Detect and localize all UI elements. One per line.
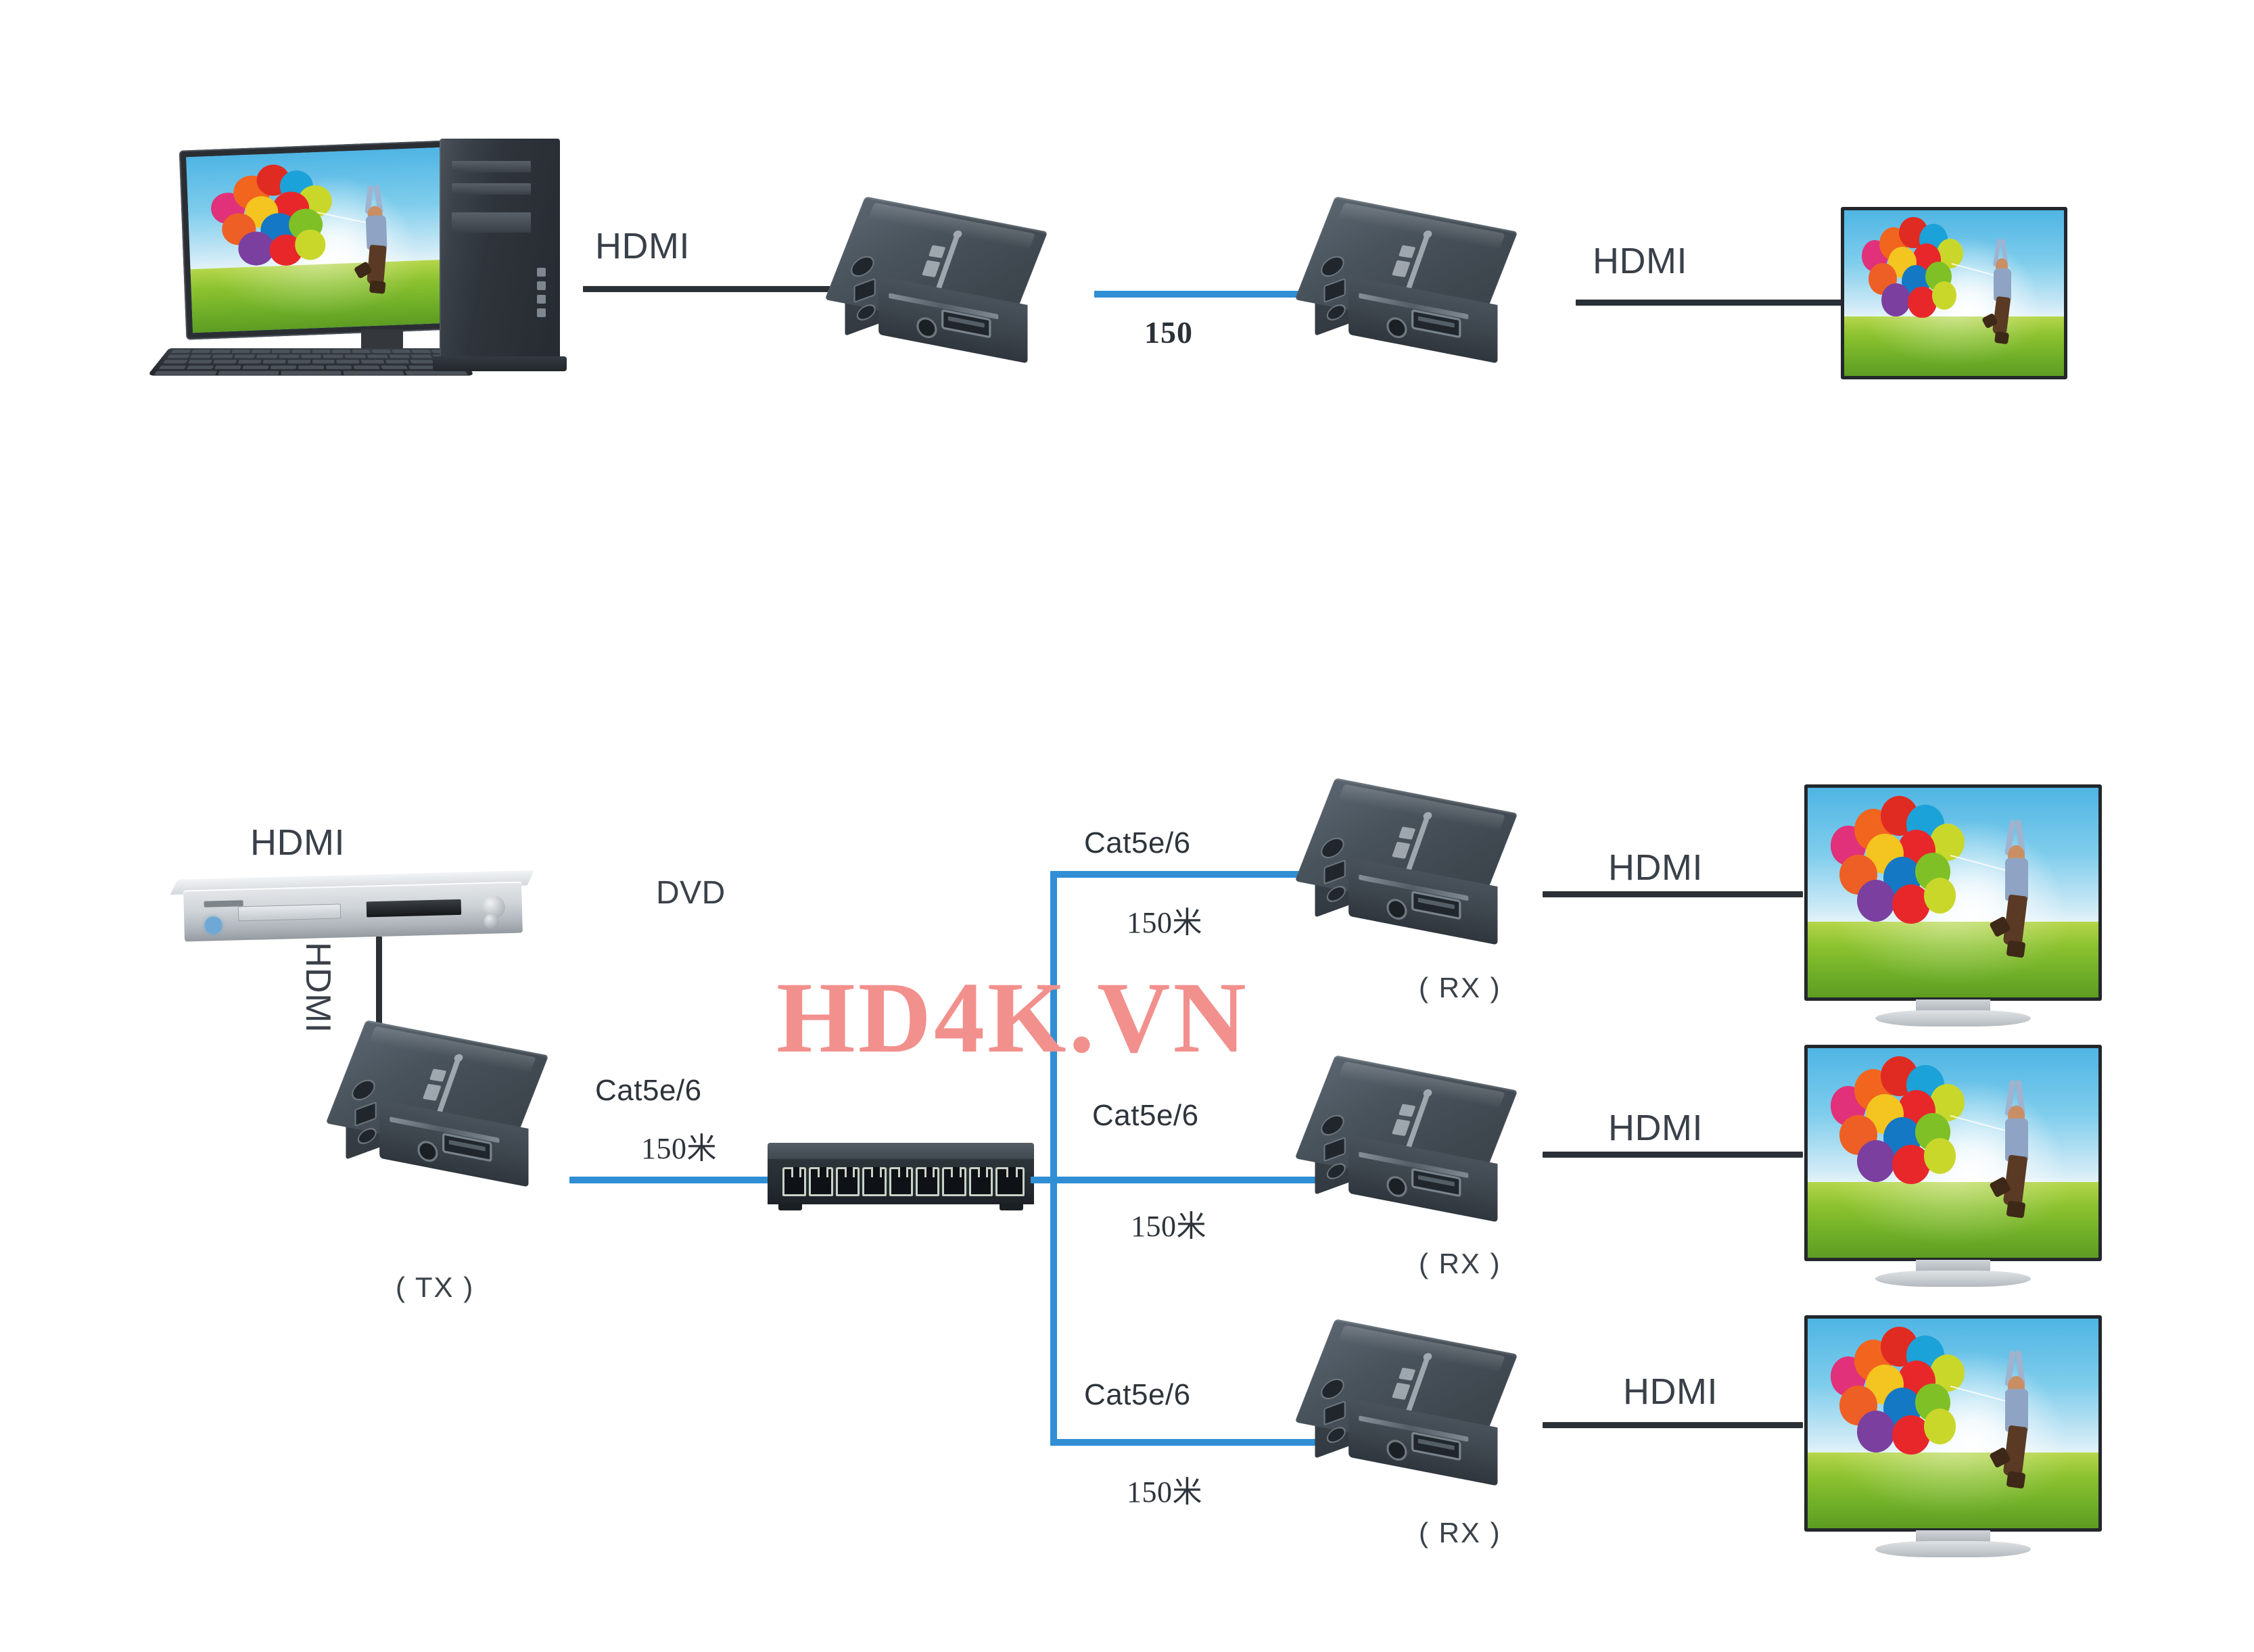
keyboard	[147, 348, 475, 376]
top-receiver-extender	[1294, 196, 1530, 385]
branch-1-output-hdmi-cable	[1543, 891, 1803, 897]
branch-3-output-hdmi-label: HDMI	[1623, 1371, 1718, 1412]
branch-3-cable-label: Cat5e/6	[1084, 1378, 1191, 1411]
switch-port	[862, 1166, 887, 1197]
branch-2-cat-cable	[1050, 1177, 1321, 1183]
bottom-source-hdmi-label: HDMI	[250, 822, 345, 863]
power-indicator	[204, 916, 222, 935]
bottom-source-hdmi-vertical-label: HDMI	[298, 942, 337, 1033]
transmitter-label: ( TX )	[396, 1271, 475, 1303]
bottom-source-hdmi-cable	[376, 937, 382, 1069]
site-watermark: HD4K.VN	[776, 962, 1249, 1074]
branch-2-output-hdmi-label: HDMI	[1608, 1108, 1703, 1148]
dvd-player	[170, 870, 534, 942]
switch-port-row	[768, 1159, 1034, 1204]
branch-3-output-hdmi-cable	[1543, 1422, 1803, 1428]
branch-1-cat-cable	[1050, 871, 1321, 878]
monitor-screen-image	[186, 147, 450, 333]
top-television	[1841, 207, 2067, 379]
switch-port	[809, 1166, 833, 1197]
switch-port	[968, 1166, 993, 1197]
top-distance-label: 150	[1144, 315, 1193, 350]
switch-port	[782, 1166, 807, 1197]
tv-screen-image	[1808, 1319, 2098, 1528]
uplink-distance-label: 150米	[641, 1132, 717, 1165]
switch-port	[916, 1166, 940, 1197]
switch-port-uplink	[995, 1166, 1025, 1197]
top-output-hdmi-label: HDMI	[1593, 241, 1687, 281]
top-source-hdmi-label: HDMI	[595, 226, 690, 266]
tv-stand-base	[1875, 1010, 2031, 1026]
uplink-cat-cable	[569, 1177, 770, 1183]
top-output-hdmi-cable	[1576, 300, 1846, 306]
branch-3-television	[1804, 1315, 2102, 1557]
bottom-transmitter-extender	[325, 1020, 561, 1209]
network-switch	[768, 1143, 1034, 1210]
dvd-source-label: DVD	[656, 875, 726, 911]
branch-2-television	[1804, 1045, 2102, 1287]
switch-port	[942, 1166, 966, 1197]
branch-2-receiver-label: ( RX )	[1419, 1248, 1501, 1279]
branch-3-receiver-extender	[1294, 1319, 1530, 1508]
branch-3-cat-cable	[1050, 1439, 1321, 1446]
tv-screen-image	[1808, 788, 2098, 997]
branch-1-receiver-extender	[1294, 778, 1530, 967]
top-transmitter-extender	[824, 196, 1060, 385]
uplink-cable-label: Cat5e/6	[595, 1074, 702, 1107]
desktop-computer-group	[147, 139, 582, 389]
tv-stand-base	[1875, 1271, 2031, 1287]
branch-3-distance-label: 150米	[1127, 1476, 1202, 1509]
switch-port	[835, 1166, 860, 1197]
branch-1-receiver-label: ( RX )	[1419, 972, 1501, 1004]
tv-screen-image	[1844, 210, 2064, 376]
computer-monitor	[179, 140, 457, 340]
branch-1-distance-label: 150米	[1127, 906, 1202, 939]
branch-3-receiver-label: ( RX )	[1419, 1517, 1501, 1549]
switch-port	[889, 1166, 914, 1197]
grass-background	[190, 260, 450, 333]
jumping-person	[349, 184, 410, 295]
branch-2-cable-label: Cat5e/6	[1092, 1099, 1199, 1132]
branch-1-cable-label: Cat5e/6	[1084, 826, 1191, 859]
computer-tower	[433, 139, 567, 371]
branch-2-output-hdmi-cable	[1543, 1152, 1803, 1158]
tv-screen-image	[1808, 1048, 2098, 1258]
top-cat-cable	[1094, 291, 1322, 298]
branch-2-receiver-extender	[1294, 1055, 1530, 1244]
tv-stand-base	[1875, 1541, 2031, 1557]
distribution-trunk-cable	[1050, 871, 1057, 1446]
top-source-hdmi-cable	[583, 286, 850, 292]
branch-1-output-hdmi-label: HDMI	[1608, 847, 1703, 888]
branch-2-distance-label: 150米	[1131, 1210, 1206, 1243]
switch-trunk-cable	[1031, 1177, 1058, 1183]
branch-1-television	[1804, 784, 2102, 1026]
